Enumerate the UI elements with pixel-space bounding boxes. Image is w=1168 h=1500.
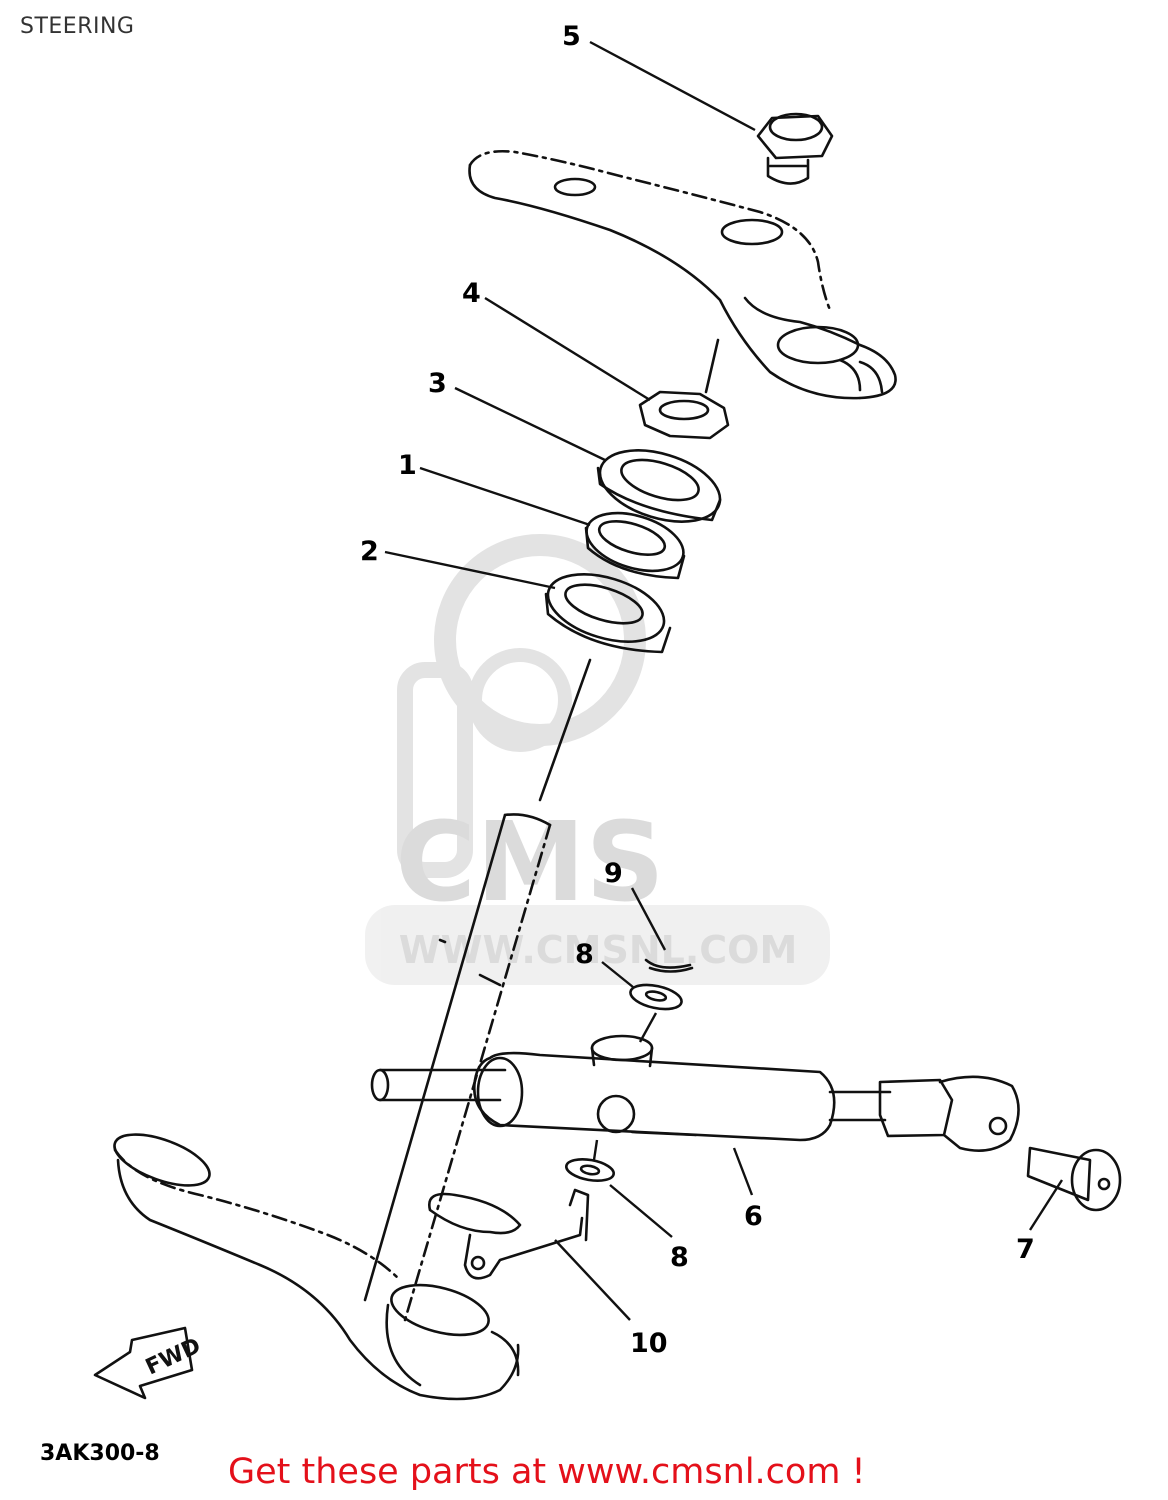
- part-6-steering-damper: [370, 1034, 1020, 1152]
- part-5-bolt: [756, 112, 834, 185]
- callout-9: 9: [604, 858, 623, 889]
- part-1-bearing: [584, 511, 686, 580]
- callout-8-lower: 8: [670, 1242, 689, 1273]
- watermark-logo: CMS: [395, 798, 664, 926]
- part-8-washer-lower: [565, 1158, 615, 1182]
- callout-8-upper: 8: [575, 939, 594, 970]
- callout-4: 4: [462, 278, 481, 309]
- callout-3: 3: [428, 368, 447, 399]
- steering-stem: [363, 658, 592, 1322]
- forward-arrow: FWD: [93, 1326, 205, 1400]
- part-code: 3AK300-8: [40, 1441, 160, 1466]
- part-2-bearing: [544, 573, 672, 654]
- callout-5: 5: [562, 21, 581, 52]
- part-9-clip: [644, 958, 694, 973]
- callout-10: 10: [630, 1328, 668, 1359]
- upper-bracket: [468, 150, 897, 400]
- lower-bracket: [113, 1133, 520, 1401]
- part-7-bolt: [1026, 1146, 1122, 1212]
- forward-arrow-label: FWD: [142, 1333, 205, 1380]
- watermark-url: WWW.CMSNL.COM: [399, 928, 798, 972]
- part-8-washer-upper: [629, 983, 683, 1011]
- callout-2: 2: [360, 536, 379, 567]
- leader-lines: [384, 40, 1064, 1321]
- get-parts-link[interactable]: Get these parts at www.cmsnl.com !: [228, 1452, 866, 1492]
- cmsnl-watermark: CMS WWW.CMSNL.COM: [365, 534, 830, 985]
- callout-6: 6: [744, 1201, 763, 1232]
- part-4-ring-nut: [638, 338, 730, 440]
- page-title: STEERING: [20, 14, 135, 39]
- callout-7: 7: [1016, 1234, 1035, 1265]
- callout-1: 1: [398, 450, 417, 481]
- part-10-bracket: [428, 1188, 590, 1280]
- callout-labels: 5 4 3 1 2 9 8 6 7 8 10: [360, 21, 1035, 1359]
- part-3-seal: [596, 449, 722, 523]
